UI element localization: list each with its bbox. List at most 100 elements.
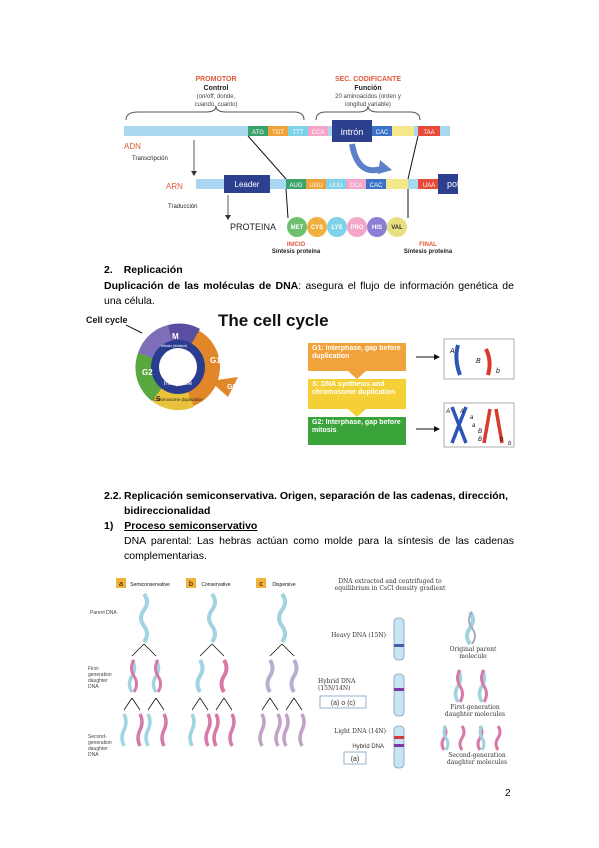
chrom-bottom-label-6: B: [478, 437, 482, 443]
option-a-box: [343, 751, 367, 765]
g0-arrow: [210, 377, 238, 397]
rna-codon-6: [418, 179, 440, 189]
tube-3-band-2: [394, 744, 404, 747]
mol-original: [465, 610, 475, 646]
cell-cycle-title: The cell cycle: [218, 311, 329, 330]
section-2-number: 2.: [104, 264, 113, 276]
item-1-paragraph: DNA parental: Las hebras actúan como mol…: [124, 535, 514, 562]
s-box-text: S: DNA synthesis and chromosome duplicat…: [312, 381, 396, 396]
tag-b: [186, 578, 196, 588]
section-22-title: Replicación semiconservativa. Origen, se…: [124, 490, 508, 517]
dna-codon-3-label: TTT: [293, 130, 304, 136]
g1-label: G1: [210, 356, 221, 365]
splice-arrowhead: [378, 160, 392, 174]
aa-label-3: LYS: [331, 225, 342, 231]
dna-codon-2-label: TGT: [272, 130, 284, 136]
helix-parent-c: [277, 592, 287, 644]
chrom-bottom-label-3: a: [470, 415, 474, 421]
option-ac-box: [319, 695, 367, 709]
rna-spacer: [386, 179, 408, 189]
gen1-arrows: [131, 643, 295, 657]
aa-label-6: VAL: [391, 225, 403, 231]
model-b-label: Conservative: [201, 582, 230, 588]
dna-codon-2: [268, 126, 288, 136]
tube-1-band: [394, 644, 404, 647]
model-a-label: Semiconservative: [130, 582, 170, 588]
intron-box: [332, 120, 372, 142]
chrom-bottom-label-1: A: [445, 409, 450, 415]
chrom-bottom-label-2: A: [459, 409, 464, 415]
g1-s-arrow: [348, 371, 366, 379]
rna-codon-1-label: AUG: [289, 183, 302, 189]
rna-codon-6-label: UAA: [423, 183, 435, 189]
mol-first-2b: [480, 669, 488, 703]
translation-arrowhead: [225, 215, 231, 220]
inicio-label: INICIO: [287, 242, 306, 248]
rna-protein-link-left: [285, 188, 289, 219]
intron-label: intrón: [341, 127, 364, 137]
tube-3-band-1: [394, 736, 404, 739]
heavy-label: Heavy DNA (15N): [331, 632, 386, 639]
helix-g1-a1: [127, 659, 137, 693]
dna-codon-3: [288, 126, 308, 136]
row-label-first: First-generation daughter DNA: [88, 666, 112, 690]
replication-models-figure: a Semiconservative b Conservative c Disp…: [88, 578, 306, 758]
option-ac-label: (a) o (c): [331, 700, 356, 707]
dna-codon-1: [248, 126, 268, 136]
helix-g1-b1: [195, 658, 205, 694]
cell-cycle-pointer: [125, 324, 143, 334]
section-2-paragraph: Duplicación de las moléculas de DNA: ase…: [104, 279, 514, 309]
chrom-top-label-2: B: [476, 358, 481, 365]
dna-rna-link-left: [247, 135, 287, 180]
interphase-label: Interphase: [164, 381, 193, 387]
mol-original-b: [468, 611, 476, 645]
tube-2-band: [394, 688, 404, 691]
polia-label: poliA: [447, 179, 458, 189]
dna-codon-5: [372, 126, 392, 136]
adn-label: ADN: [124, 142, 141, 151]
dna-codon-6-label: TAA: [423, 130, 434, 136]
aa-ball-4: [347, 217, 367, 237]
g2-box-text: G2: Interphase, gap before mitosis: [312, 419, 401, 434]
transcription-arrowhead: [191, 171, 197, 176]
chrom-top-label-3: b: [496, 368, 500, 375]
promotor-desc-2: cuando, cuanto): [194, 102, 237, 108]
tag-a-label: a: [119, 581, 123, 588]
section-22-number: 2.2.: [104, 490, 122, 502]
mol-second-group: [440, 725, 502, 751]
promotor-title: PROMOTOR: [195, 76, 236, 83]
hybrid-label: Hybrid DNA (15N/14N): [318, 678, 356, 692]
section-2-heading: 2. Replicación: [104, 264, 183, 276]
chrom-bottom-label-7: b: [500, 437, 504, 443]
aa-label-2: CYS: [311, 225, 323, 231]
light-label: Light DNA (14N): [334, 728, 386, 735]
seccod-title: SEC. CODIFICANTE: [335, 76, 401, 83]
first-gen-label: First-generation daughter molecules: [444, 704, 506, 718]
tag-a: [116, 578, 126, 588]
item-1-number: 1): [104, 520, 114, 532]
meselson-header: DNA extracted and centrifuged to equilib…: [334, 578, 446, 592]
chrom-bottom-label-4: a: [472, 423, 476, 429]
cycle-center: [159, 348, 197, 386]
arn-label: ARN: [166, 182, 183, 191]
meselson-stahl-figure: DNA extracted and centrifuged to equilib…: [318, 578, 507, 769]
chrom-bottom-label-8: b: [508, 441, 512, 447]
gene-expression-diagram: PROMOTOR Control (on/off; donde, cuando,…: [124, 76, 458, 255]
mol-first-1: [453, 669, 463, 703]
helix-g1-a1b: [130, 659, 138, 693]
tag-b-label: b: [189, 581, 193, 588]
tube-2: [393, 673, 405, 717]
tag-c: [256, 578, 266, 588]
helix-g1-a2: [151, 659, 161, 693]
mol-first-2: [477, 669, 487, 703]
traduccion-label: Traducción: [168, 204, 197, 210]
rna-codon-1: [286, 179, 306, 189]
g2-label: G2: [142, 368, 153, 377]
g0-label: G0: [227, 384, 236, 391]
mol-first-1b: [456, 669, 464, 703]
helix-g1-b2: [219, 658, 229, 694]
row-label-second: Second-generation daughter DNA: [88, 734, 112, 758]
transcripcion-label: Transcripción: [132, 156, 168, 162]
chrom-top-red: [484, 348, 492, 376]
dna-codon-4: [308, 126, 328, 136]
